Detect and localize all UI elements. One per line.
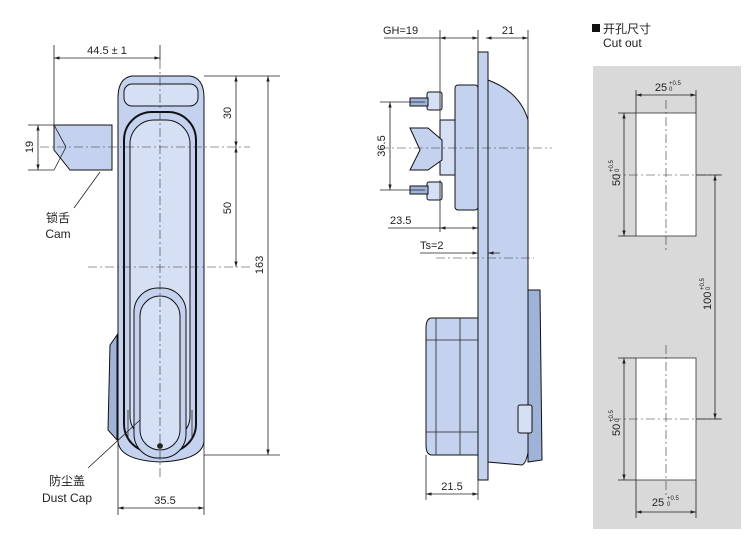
dim-top: 30: [222, 107, 234, 119]
side-view: GH=19 21 36.5 23.5 Ts=2 21.5: [376, 25, 552, 500]
cutout-top-height: 50: [611, 174, 623, 186]
lock-housing: [454, 84, 479, 211]
dim-total: 163: [254, 256, 266, 274]
dim-mid: 50: [222, 202, 234, 214]
label-cam-cn: 锁舌: [46, 210, 70, 225]
cam: [53, 124, 113, 171]
dim-23-5: 23.5: [390, 215, 411, 227]
cutout-spacing-tol-lower: 0: [706, 286, 712, 290]
cutout-top-height-tol-upper: +0.5: [609, 159, 615, 172]
dim-bottom-width: 35.5: [154, 495, 175, 507]
cutout-bottom-width: 25: [652, 497, 664, 509]
cutout-top-width: 25: [655, 82, 667, 94]
cutout-top-width-tol-lower: 0: [669, 87, 673, 93]
cutout-title-cn: 开孔尺寸: [603, 22, 651, 36]
dim-36-5: 36.5: [376, 135, 388, 156]
dim-ts: Ts=2: [420, 240, 444, 252]
label-dustcap-cn: 防尘盖: [49, 473, 85, 488]
cutout-top-height-tol-lower: 0: [615, 168, 621, 172]
cutout-spacing-tol-upper: +0.5: [700, 277, 706, 290]
side-hinge: [107, 333, 118, 442]
label-dustcap-en: Dust Cap: [42, 491, 92, 505]
cutout-view: 开孔尺寸 Cut out 25 +0.5 0 50 +0.5 0 100 +: [592, 22, 741, 529]
cutout-bottom-width-tol-lower: 0: [667, 502, 671, 508]
front-view: 44.5 ± 1 19 30 50 163 35.5 锁舌 Cam 防尘盖 Du…: [24, 45, 280, 515]
cutout-top-width-tol-upper: +0.5: [669, 81, 682, 87]
side-dust-cap: [425, 317, 479, 456]
cutout-bottom-height-tol-lower: 0: [615, 418, 621, 422]
dim-21-5: 21.5: [441, 481, 462, 493]
cutout-legend-square: [592, 24, 600, 32]
dim-width: 44.5 ± 1: [87, 45, 127, 57]
label-cam-en: Cam: [45, 227, 70, 241]
panel-plate: [477, 51, 489, 481]
dim-21-top: 21: [502, 25, 514, 37]
dim-gh: GH=19: [383, 25, 418, 37]
cutout-spacing: 100: [702, 292, 714, 310]
dim-cam-height: 19: [24, 141, 36, 153]
cutout-bottom-height: 50: [611, 424, 623, 436]
side-cam: [409, 127, 443, 171]
cutout-bottom-width-tol-upper: +0.5: [667, 496, 680, 502]
cutout-title-en: Cut out: [603, 36, 642, 50]
cutout-bottom-height-tol-upper: +0.5: [609, 409, 615, 422]
